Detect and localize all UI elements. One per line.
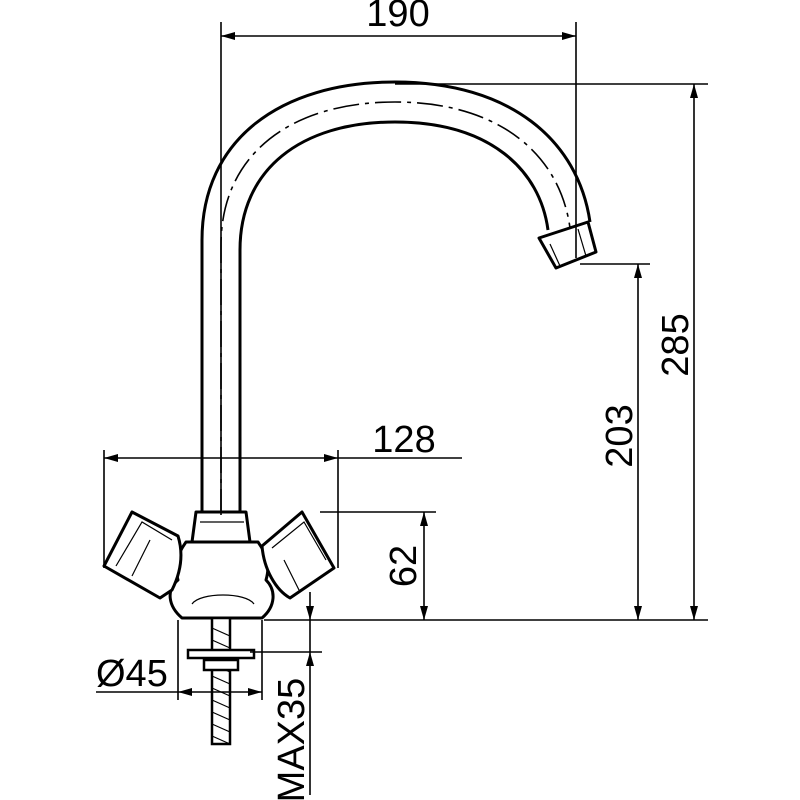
spout-collar: [190, 510, 252, 544]
dimension-lines: [96, 22, 708, 795]
faucet-outline: [102, 80, 598, 746]
spout-centerline: [220, 101, 571, 515]
valve-body: [168, 540, 275, 620]
dim-max35-label: MAX35: [271, 678, 313, 800]
dim-285-label: 285: [655, 313, 697, 376]
dim-190-label: 190: [366, 0, 429, 35]
left-handle: [102, 510, 183, 600]
right-handle: [260, 510, 336, 600]
mounting-stud: [186, 616, 256, 746]
body-dome-detail: [191, 594, 255, 605]
aerator-tip: [537, 220, 598, 270]
spout-outer-contour: [200, 80, 592, 515]
dim-128-label: 128: [372, 419, 435, 461]
dim-62-label: 62: [383, 545, 425, 587]
spout-inner-contour: [238, 120, 550, 515]
dim-203-label: 203: [599, 404, 641, 467]
dim-diameter-45-label: Ø45: [96, 653, 168, 695]
